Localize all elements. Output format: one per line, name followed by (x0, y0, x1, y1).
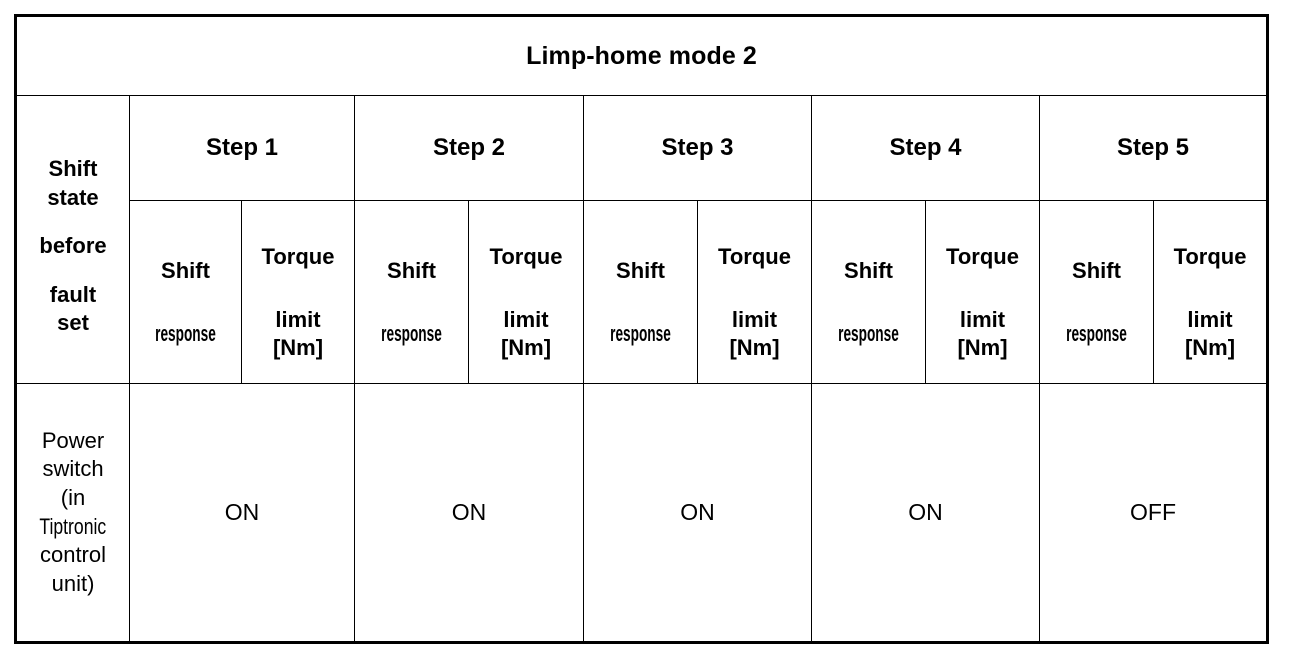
stub-header-line-1: Shift (48, 156, 98, 182)
shift-label-4: Shift (844, 257, 893, 283)
sub-header-torque-limit-5: Torque limit [Nm] (1152, 200, 1269, 384)
sub-header-shift-response-2: Shift response (354, 200, 469, 384)
step-header-1: Step 1 (129, 95, 355, 201)
stub-header-cell: Shift state before fault set (15, 95, 130, 384)
nm-unit-1: [Nm] (272, 334, 324, 360)
limit-label-2: limit (503, 307, 549, 333)
table-title: Limp-home mode 2 (14, 15, 1269, 96)
sub-header-torque-limit-4: Torque limit [Nm] (925, 200, 1040, 384)
cell-power-switch-step-1: ON (129, 383, 355, 643)
row-label-power-switch: Power switch (in Tiptronic control unit) (15, 383, 130, 643)
shift-label-3: Shift (616, 257, 665, 283)
response-label-5: response (1066, 321, 1127, 346)
torque-label-5: Torque (1173, 243, 1247, 269)
limit-label-3: limit (731, 307, 778, 333)
step-header-5: Step 5 (1038, 95, 1269, 201)
sub-header-torque-limit-2: Torque limit [Nm] (468, 200, 584, 384)
limit-label-1: limit (275, 307, 321, 333)
sub-header-shift-response-5: Shift response (1039, 200, 1154, 384)
response-label-3: response (610, 321, 671, 346)
limp-home-mode-table: Limp-home mode 2 Shift state before faul… (14, 14, 1270, 644)
shift-label-5: Shift (1072, 257, 1121, 283)
torque-label-2: Torque (489, 243, 563, 269)
stub-header-line-3: before (39, 233, 107, 259)
sub-header-torque-limit-3: Torque limit [Nm] (697, 200, 812, 384)
step-header-4: Step 4 (811, 95, 1040, 201)
row-label-line-4: Tiptronic (39, 513, 107, 539)
row-label-line-6: unit) (51, 570, 95, 596)
sub-header-torque-limit-1: Torque limit [Nm] (241, 200, 355, 384)
torque-label-4: Torque (946, 243, 1019, 269)
stub-header-line-4: fault (49, 281, 97, 307)
cell-power-switch-step-2: ON (354, 383, 584, 643)
step-header-2: Step 2 (354, 95, 584, 201)
stub-header-line-2: state (47, 184, 99, 210)
sub-header-shift-response-3: Shift response (583, 200, 698, 384)
nm-unit-5: [Nm] (1184, 334, 1236, 360)
row-label-line-1: Power (41, 427, 105, 453)
row-label-line-2: switch (42, 456, 104, 482)
sub-header-shift-response-1: Shift response (129, 200, 242, 384)
response-label-1: response (155, 321, 216, 346)
limit-label-5: limit (1187, 307, 1233, 333)
shift-label-2: Shift (387, 257, 436, 283)
shift-label-1: Shift (161, 257, 210, 283)
table-row: Power switch (in Tiptronic control unit)… (15, 383, 1269, 643)
limit-label-4: limit (959, 307, 1006, 333)
cell-power-switch-step-4: ON (811, 383, 1040, 643)
nm-unit-2: [Nm] (500, 334, 552, 360)
stub-header-line-5: set (57, 310, 89, 336)
response-label-2: response (381, 321, 442, 346)
sub-header-row: Shift response Torque limit [Nm] (16, 200, 1269, 384)
sub-header-shift-response-4: Shift response (811, 200, 926, 384)
torque-label-3: Torque (718, 243, 791, 269)
step-header-3: Step 3 (583, 95, 812, 201)
nm-unit-4: [Nm] (957, 334, 1008, 360)
torque-label-1: Torque (261, 243, 335, 269)
cell-power-switch-step-3: ON (583, 383, 812, 643)
cell-power-switch-step-5: OFF (1038, 383, 1269, 643)
nm-unit-3: [Nm] (729, 334, 780, 360)
step-group-header-row: Shift state before fault set Step 1 Step… (15, 95, 1269, 384)
row-label-line-5: control (39, 542, 107, 568)
row-label-line-3: (in (60, 484, 86, 510)
table-title-row: Limp-home mode 2 (14, 15, 1269, 96)
response-label-4: response (838, 321, 899, 346)
